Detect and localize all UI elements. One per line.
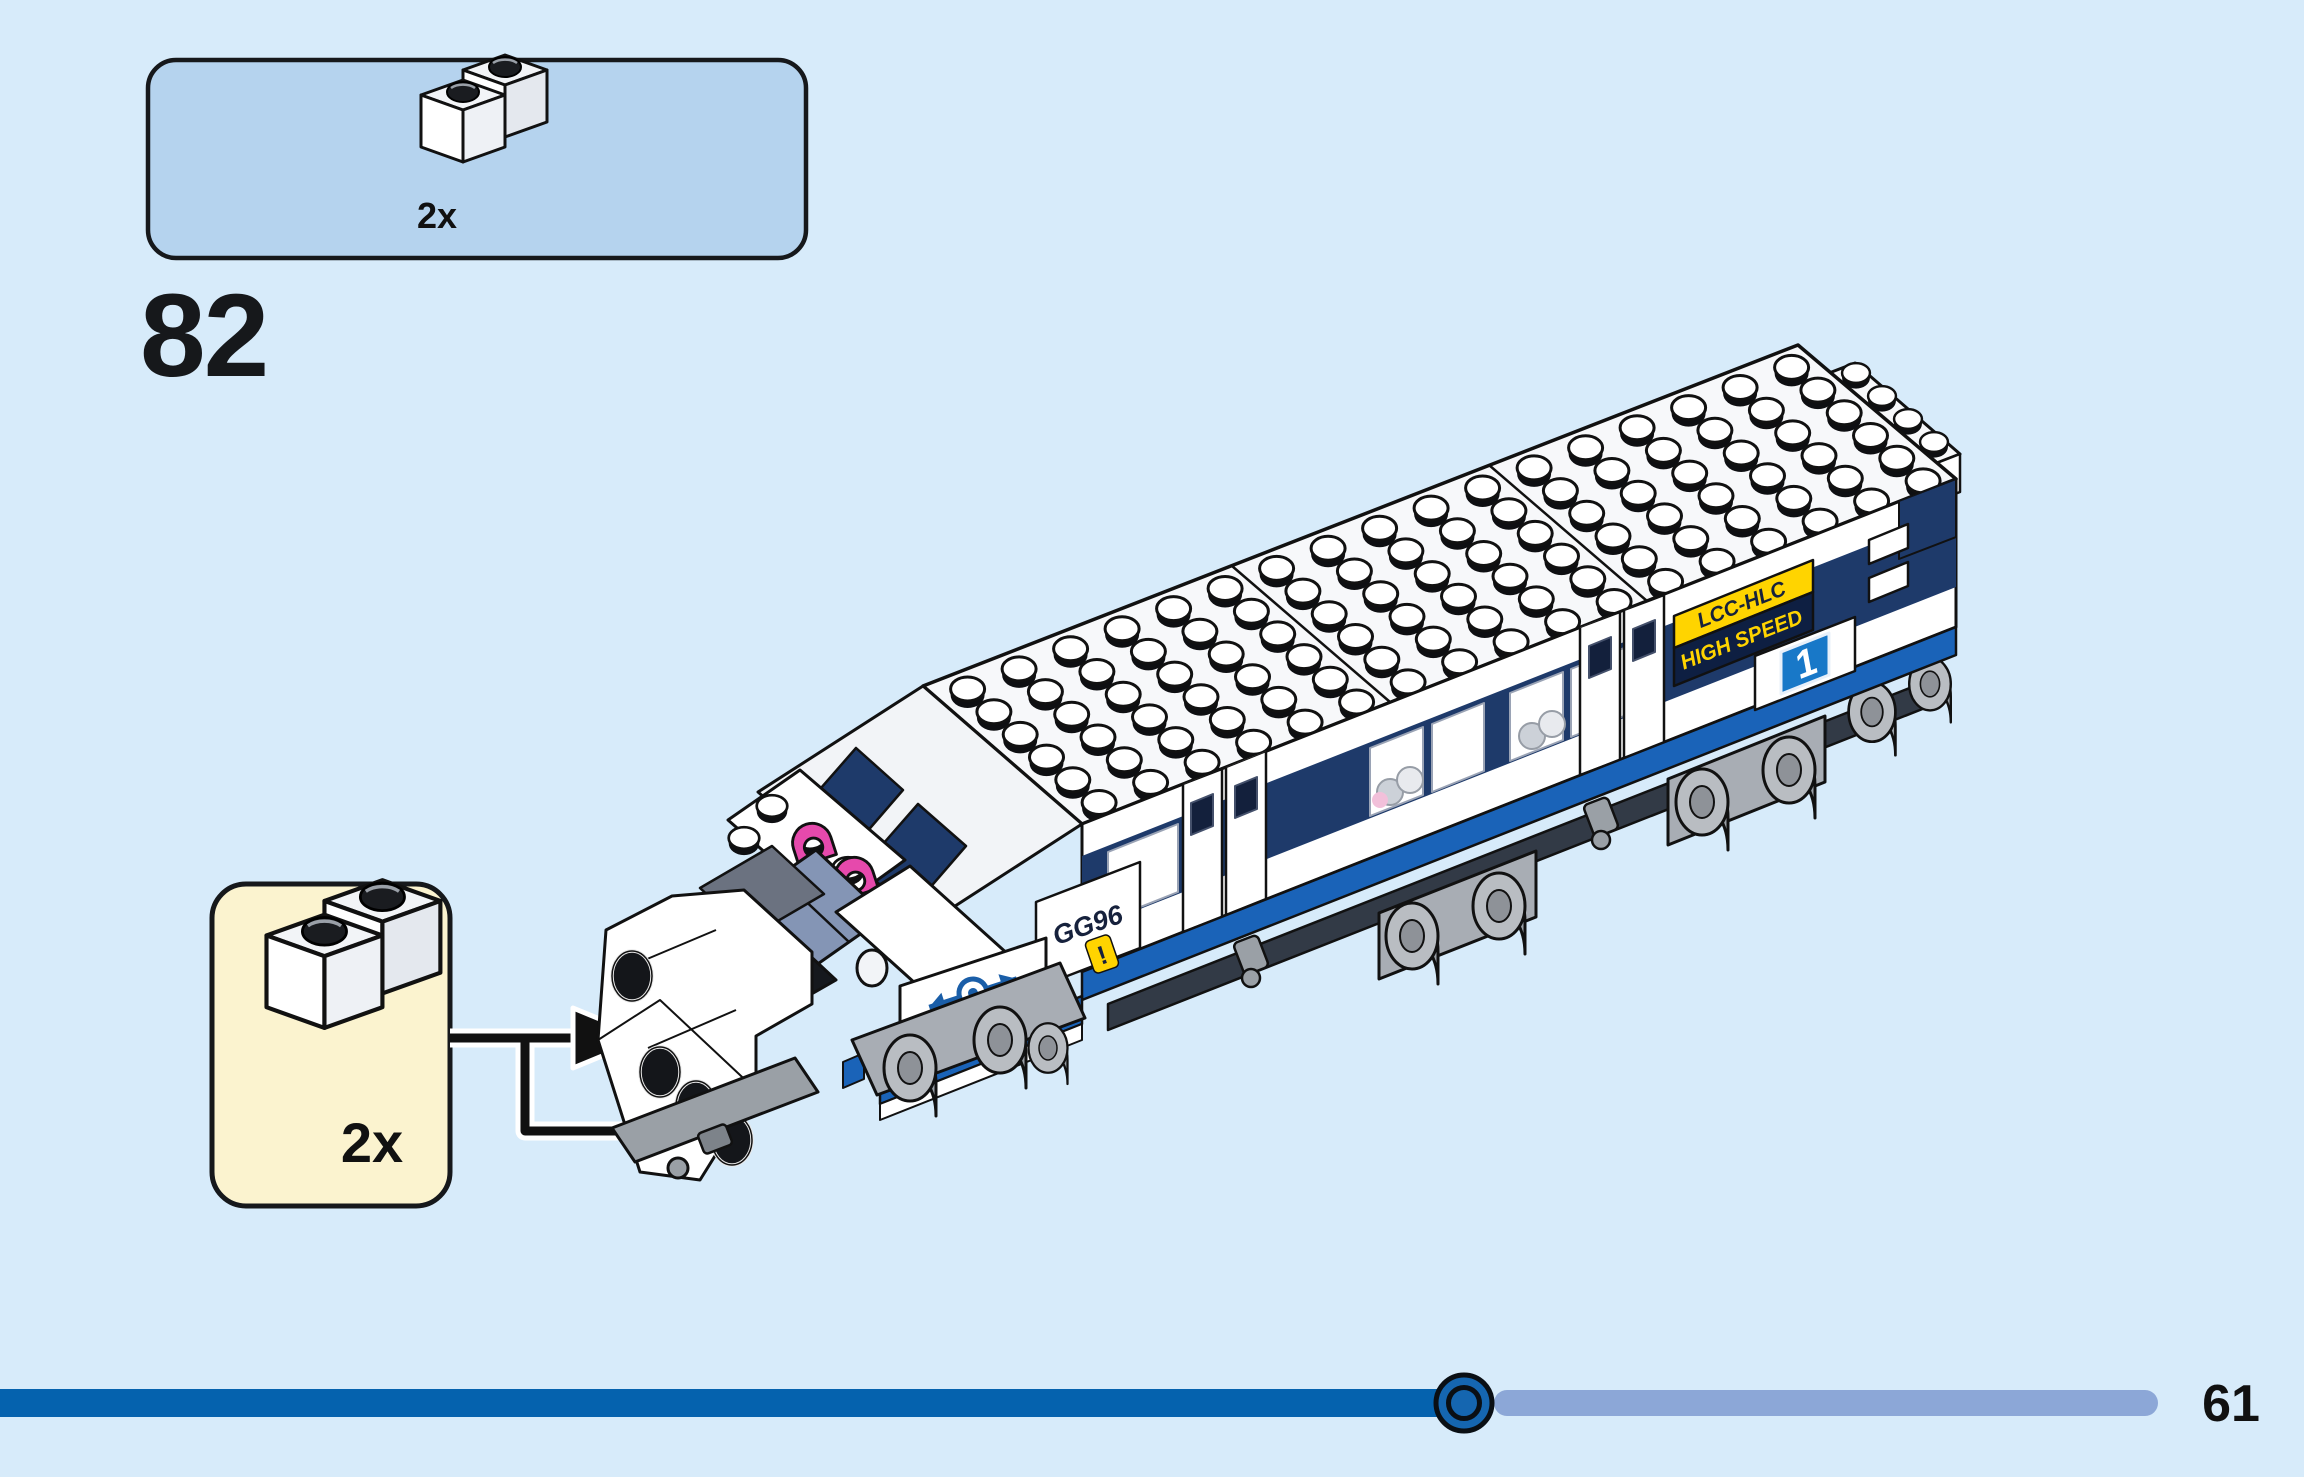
train-side: LCC-HLC HIGH SPEED 1 xyxy=(1080,477,1958,1002)
selection-callout-box: 2x xyxy=(209,880,453,1209)
parts-callout-box: 2x xyxy=(145,55,809,261)
progress-bar xyxy=(0,1372,2158,1434)
page-number: 61 xyxy=(2202,1375,2260,1433)
progress-bar-remaining xyxy=(1494,1390,2158,1416)
progress-bar-done xyxy=(0,1389,1442,1417)
car-number-panel: 1 xyxy=(1753,615,1857,712)
sticker-gg96-area: GG96 ! xyxy=(1034,860,1142,990)
train-bogie-front xyxy=(850,961,1087,1118)
train-stripe xyxy=(1080,625,1958,1002)
train-buffer xyxy=(610,1056,820,1180)
train-bogie-rear xyxy=(1666,656,1953,852)
progress-indicator xyxy=(1433,1372,1495,1434)
train-front: GG96 ! xyxy=(596,684,1142,1182)
step-number: 82 xyxy=(140,270,267,402)
train-illustration: LCC-HLC HIGH SPEED 1 xyxy=(596,343,1962,1182)
train-bogie-middle xyxy=(1377,849,1538,986)
quantity-label: 2x xyxy=(341,1111,403,1174)
train-coupler-hooks xyxy=(1232,796,1620,989)
quantity-label: 2x xyxy=(417,195,457,236)
